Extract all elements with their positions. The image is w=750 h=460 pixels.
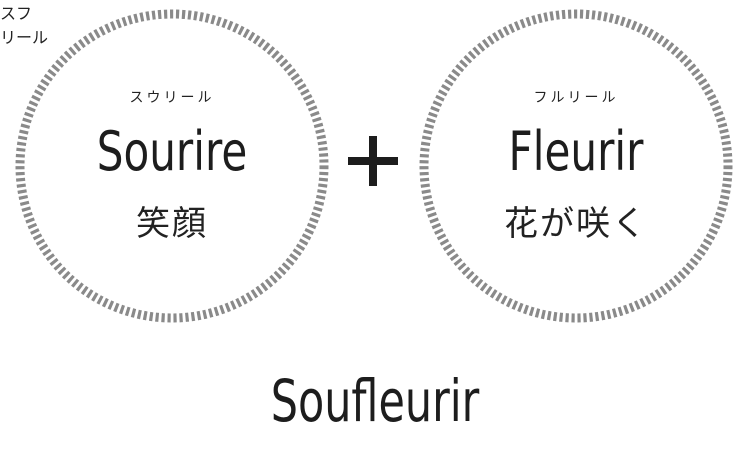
- fleurir-ruby: フルリール: [533, 90, 619, 106]
- soufleurir-ruby-part1: スフ: [0, 4, 33, 23]
- soufleurir-word: Soufleurir: [270, 367, 480, 435]
- fleurir-word: Fleurir: [508, 120, 644, 183]
- dashed-ring-right: [419, 9, 733, 323]
- fleurir-meaning: 花が咲く: [504, 204, 648, 244]
- soufleurir-ruby-part2: リール: [0, 28, 49, 47]
- sourire-circle: スウリール Sourire 笑顔: [12, 6, 332, 326]
- dashed-ring-left: [15, 9, 329, 323]
- sourire-ruby: スウリール: [129, 90, 215, 106]
- sourire-word: Sourire: [96, 120, 248, 183]
- sourire-meaning: 笑顔: [136, 204, 208, 244]
- plus-icon: [348, 136, 398, 186]
- fleurir-circle: フルリール Fleurir 花が咲く: [416, 6, 736, 326]
